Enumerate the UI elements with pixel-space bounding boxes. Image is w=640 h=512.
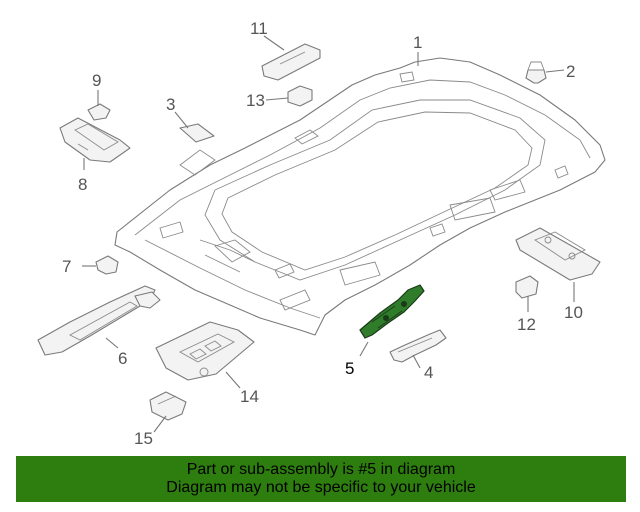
parts-diagram: 1 2 3 4 5 6 7 8 9 10 11 12 13 14 15 <box>37 19 606 448</box>
callout-13: 13 <box>246 91 265 110</box>
leader-lines <box>82 35 575 433</box>
part-7-clip <box>95 255 119 275</box>
callout-14: 14 <box>240 387 259 406</box>
info-banner: Part or sub-assembly is #5 in diagram Di… <box>16 456 626 502</box>
banner-line-1: Part or sub-assembly is #5 in diagram <box>186 461 456 478</box>
callout-6: 6 <box>118 349 127 368</box>
callout-1: 1 <box>413 33 422 52</box>
part-9-bulb <box>87 103 111 121</box>
callout-12: 12 <box>517 315 536 334</box>
part-15-clip <box>149 391 187 421</box>
part-6-sun-visor <box>37 285 161 356</box>
callout-labels: 1 2 3 4 5 6 7 8 9 10 11 12 13 14 15 <box>62 19 583 448</box>
part-13-connector <box>287 85 313 107</box>
callout-2: 2 <box>566 62 575 81</box>
callout-10: 10 <box>564 303 583 322</box>
part-4-grab-handle <box>389 329 447 363</box>
callout-3: 3 <box>166 95 175 114</box>
part-3-pad <box>179 123 215 143</box>
callout-15: 15 <box>134 429 153 448</box>
callout-11: 11 <box>250 19 268 38</box>
part-2-clip <box>525 61 547 84</box>
callout-8: 8 <box>78 175 87 194</box>
headliner-part <box>114 57 606 336</box>
part-11-cover <box>261 43 321 81</box>
part-8-map-light <box>59 117 131 163</box>
callout-4: 4 <box>424 363 433 382</box>
banner-line-2: Diagram may not be specific to your vehi… <box>166 479 476 496</box>
part-10-dome-light <box>515 227 601 281</box>
callout-7: 7 <box>62 257 71 276</box>
part-12-socket <box>515 275 539 299</box>
callout-5: 5 <box>345 359 354 378</box>
part-14-overhead-console <box>155 321 255 381</box>
callout-9: 9 <box>92 71 101 90</box>
part-5-highlighted-bracket[interactable] <box>359 284 425 339</box>
